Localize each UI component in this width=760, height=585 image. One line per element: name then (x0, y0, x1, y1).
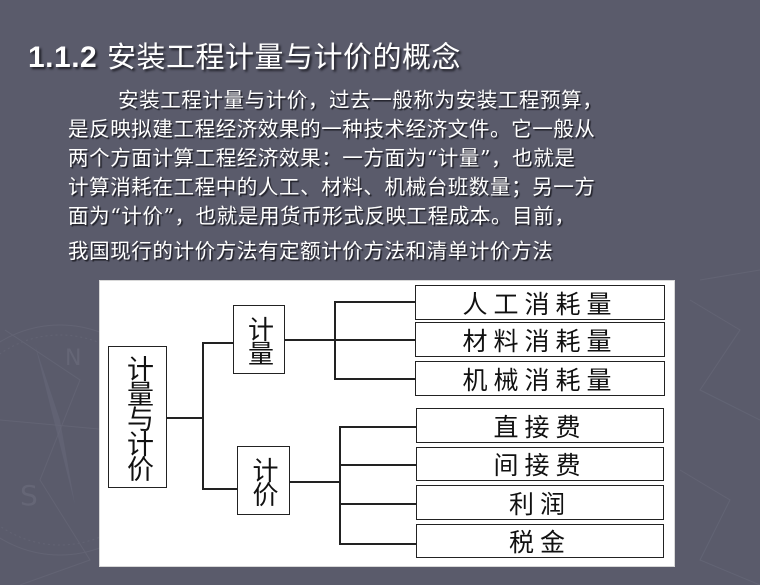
paragraph-line: 是反映拟建工程经济效果的一种技术经济文件。它一般从 (68, 117, 596, 141)
connector-line (334, 378, 415, 380)
leaf-node-tax: 税金 (416, 524, 664, 558)
connector-line (202, 488, 237, 490)
connector-line (167, 417, 202, 419)
leaf-node-profit: 利润 (416, 485, 664, 520)
tree-diagram-panel: 计量与计价 计量 人工消耗量 材料消耗量 机械消耗量 计价 直接费 间接费 利润… (99, 280, 675, 567)
connector-line (334, 301, 336, 379)
branch-node-pricing: 计价 (237, 446, 290, 515)
title-text: 安装工程计量与计价的概念 (106, 40, 461, 74)
leaf-node-material: 材料消耗量 (415, 322, 665, 357)
leaf-node-machinery: 机械消耗量 (415, 361, 665, 396)
svg-text:S: S (20, 479, 38, 512)
svg-text:N: N (65, 346, 81, 371)
connector-line (285, 339, 415, 341)
root-node: 计量与计价 (108, 346, 167, 488)
leaf-node-labor: 人工消耗量 (415, 285, 665, 320)
connector-line (339, 426, 416, 428)
leaf-node-direct-cost: 直接费 (416, 408, 664, 443)
connector-line (202, 342, 233, 344)
paragraph-line: 面为“计价”，也就是用货币形式反映工程成本。目前， (68, 204, 576, 228)
body-paragraph: 安装工程计量与计价，过去一般称为安装工程预算， 是反映拟建工程经济效果的一种技术… (68, 86, 738, 266)
connector-line (339, 503, 416, 505)
branch-node-measurement: 计量 (233, 305, 285, 374)
connector-line (339, 464, 416, 466)
connector-line (202, 342, 204, 488)
connector-line (339, 426, 341, 544)
connector-line (334, 301, 415, 303)
slide-title: 1.1.2 安装工程计量与计价的概念 (28, 34, 461, 76)
paragraph-line: 我国现行的计价方法有定额计价方法和清单计价方法 (68, 239, 554, 263)
paragraph-line: 安装工程计量与计价，过去一般称为安装工程预算， (118, 88, 604, 112)
connector-line (290, 481, 340, 483)
section-number: 1.1.2 (28, 41, 98, 74)
paragraph-line: 两个方面计算工程经济效果：一方面为“计量”，也就是 (68, 146, 576, 170)
paragraph-line: 计算消耗在工程中的人工、材料、机械台班数量；另一方 (68, 175, 596, 199)
connector-line (339, 543, 416, 545)
leaf-node-indirect-cost: 间接费 (416, 447, 664, 481)
